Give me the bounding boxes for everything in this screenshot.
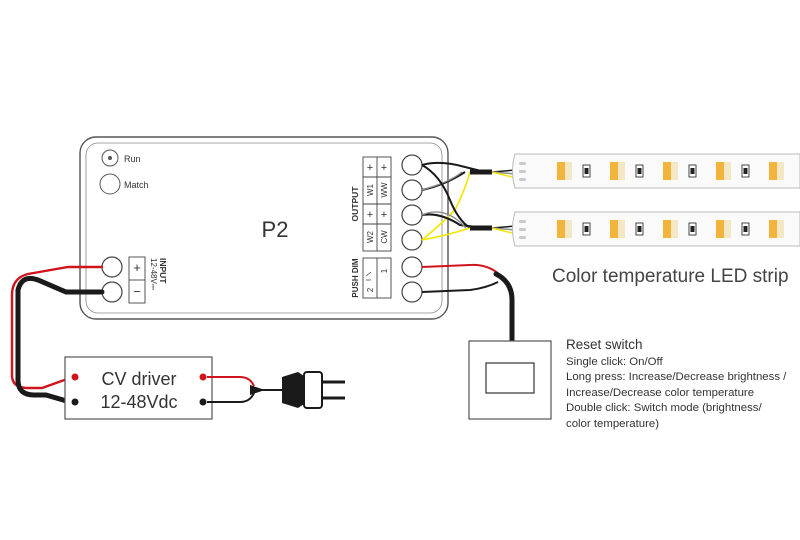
reset-switch-title: Reset switch bbox=[566, 337, 643, 352]
driver-label-line1: CV driver bbox=[101, 369, 176, 389]
reset-line-5: color temperature) bbox=[566, 417, 660, 430]
led-chip-icon bbox=[610, 220, 625, 238]
output-wires bbox=[421, 161, 517, 241]
output-term-2: + bbox=[381, 162, 387, 174]
output-term-ww: WW bbox=[380, 182, 389, 198]
push-dim-title: PUSH DIM bbox=[351, 258, 360, 297]
resistor-icon bbox=[741, 222, 750, 236]
led-chip-icon bbox=[716, 220, 731, 238]
match-button[interactable] bbox=[99, 173, 121, 195]
input-voltage-label: 12-48V⎓ bbox=[149, 258, 158, 291]
input-plus-label: + bbox=[133, 260, 141, 275]
push-dim-term-2: 2 bbox=[366, 287, 375, 292]
input-wires bbox=[10, 265, 105, 405]
output-term-w2: W2 bbox=[366, 230, 375, 243]
reset-line-2: Long press: Increase/Decrease brightness… bbox=[566, 371, 787, 384]
led-chip-icon bbox=[557, 162, 572, 180]
switch-icon bbox=[365, 271, 372, 281]
input-terminal-plus bbox=[101, 256, 123, 278]
led-chip-icon bbox=[769, 220, 784, 238]
run-label: Run bbox=[124, 154, 141, 164]
output-term-1: + bbox=[367, 162, 373, 174]
resistor-icon bbox=[688, 164, 697, 178]
output-term-4: + bbox=[381, 209, 387, 221]
led-chip-icon bbox=[769, 162, 784, 180]
push-dim-term-1: 1 bbox=[380, 268, 389, 273]
input-minus-label: − bbox=[133, 284, 141, 299]
reset-switch-description: Reset switch Single click: On/Off Long p… bbox=[566, 337, 786, 433]
led-chip-icon bbox=[610, 162, 625, 180]
output-term-cw: CW bbox=[380, 230, 389, 244]
reset-line-3: Increase/Decrease color temperature bbox=[566, 386, 755, 399]
resistor-icon bbox=[582, 222, 591, 236]
led-chip-icon bbox=[716, 162, 731, 180]
push-dim-terminal-block bbox=[362, 256, 423, 303]
reset-switch-button[interactable] bbox=[485, 362, 535, 394]
led-chip-icon bbox=[663, 220, 678, 238]
driver-label-line2: 12-48Vdc bbox=[100, 392, 177, 412]
mains-plug bbox=[207, 371, 345, 409]
led-strip-2 bbox=[512, 211, 800, 247]
reset-line-4: Double click: Switch mode (brightness/ bbox=[566, 402, 762, 415]
led-chip-icon bbox=[663, 162, 678, 180]
output-term-3: + bbox=[367, 209, 373, 221]
controller-p2: P2 Run Match + − INPUT 12-48V⎓ bbox=[79, 136, 449, 320]
led-strip-1 bbox=[512, 153, 800, 189]
output-term-w1: W1 bbox=[366, 183, 375, 196]
output-title: OUTPUT bbox=[350, 186, 360, 222]
input-title: INPUT bbox=[158, 258, 168, 284]
led-strip-label: Color temperature LED strip bbox=[552, 266, 789, 287]
resistor-icon bbox=[635, 164, 644, 178]
led-chip-icon bbox=[557, 220, 572, 238]
match-label: Match bbox=[124, 180, 149, 190]
resistor-icon bbox=[582, 164, 591, 178]
resistor-icon bbox=[635, 222, 644, 236]
reset-switch bbox=[468, 340, 552, 420]
controller-model-label: P2 bbox=[262, 217, 289, 242]
resistor-icon bbox=[688, 222, 697, 236]
push-dim-wires bbox=[421, 263, 515, 345]
reset-line-1: Single click: On/Off bbox=[566, 355, 663, 368]
input-terminal-minus bbox=[101, 281, 123, 303]
output-terminal-block bbox=[362, 154, 423, 252]
cv-driver: CV driver 12-48Vdc bbox=[64, 356, 213, 420]
resistor-icon bbox=[741, 164, 750, 178]
